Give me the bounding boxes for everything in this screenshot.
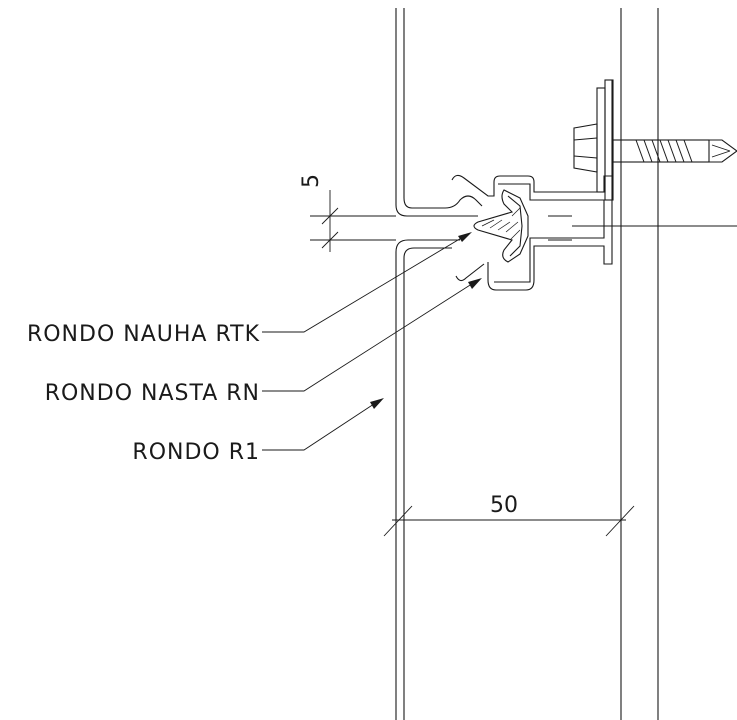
- arrow-icon: [458, 232, 472, 242]
- rtk-strip: [473, 189, 529, 263]
- wall-lines: [620, 8, 659, 720]
- leader-rtk: [262, 232, 472, 333]
- screw-fastener-icon: [573, 79, 737, 201]
- leader-rn: [262, 278, 482, 392]
- arrow-icon: [468, 278, 482, 289]
- label-rondo-nasta-rn: RONDO NASTA RN: [45, 381, 260, 406]
- upper-stud-profile: [395, 8, 483, 217]
- dimension-gap-value: 5: [299, 174, 324, 188]
- dimension-width: 50: [383, 493, 635, 537]
- lower-stud-profile: [395, 239, 460, 720]
- dimension-width-value: 50: [490, 493, 518, 518]
- rn-clip-profile: [451, 80, 737, 291]
- label-rondo-nauha-rtk: RONDO NAUHA RTK: [27, 322, 260, 347]
- leader-r1: [262, 398, 384, 451]
- label-rondo-r1: RONDO R1: [132, 440, 260, 465]
- dimension-gap: 5: [299, 174, 396, 252]
- arrow-icon: [370, 398, 384, 409]
